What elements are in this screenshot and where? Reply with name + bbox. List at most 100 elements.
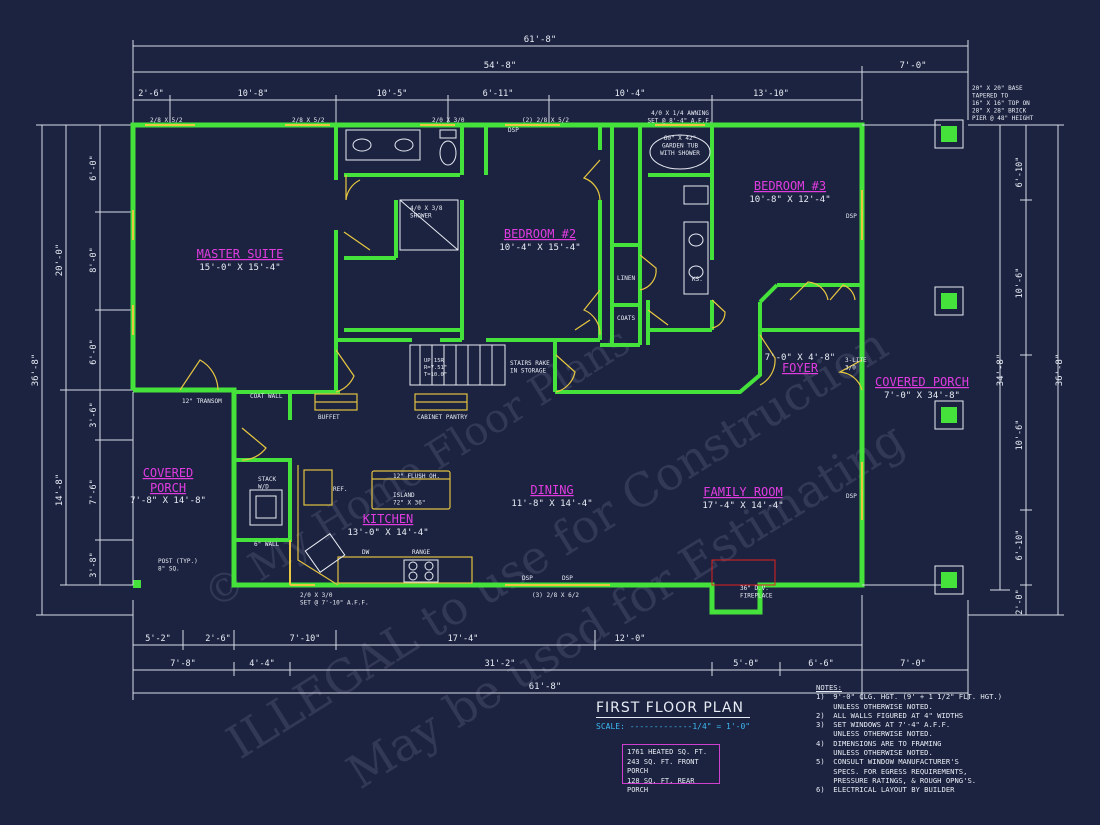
post-icon	[934, 565, 964, 595]
post-icon	[941, 126, 957, 142]
room-name-kitchen: KITCHEN	[363, 512, 414, 526]
wall6-label: 6" WALL	[254, 541, 280, 548]
dim-bottom-overall: 61'-8"	[529, 682, 562, 692]
dim-left-seg: 3'-6"	[89, 402, 99, 428]
dim-left-seg: 3'-8"	[89, 552, 99, 578]
note-line: 3) SET WINDOWS AT 7'-4" A.F.F.	[816, 720, 951, 730]
tub-icon	[649, 134, 711, 170]
door-swings	[179, 159, 863, 461]
post-label: POST (TYP.)8" SQ.	[158, 558, 198, 573]
dim-top-overall: 61'-8"	[524, 35, 557, 45]
dim-top-seg: 10'-4"	[615, 89, 646, 99]
square-footage-box: 1761 HEATED SQ. FT. 243 SQ. FT. FRONT PO…	[622, 744, 720, 794]
post-icon	[941, 407, 957, 423]
dim-top-seg: 2'-6"	[138, 89, 164, 99]
dim-bottom-seg: 7'-0"	[900, 659, 926, 669]
window-label: 2/8 X 5/2	[150, 117, 183, 124]
porch-posts	[132, 119, 964, 595]
sink-icon	[394, 138, 414, 152]
dsp-label: DSP	[846, 213, 857, 220]
note-line: 6) ELECTRICAL LAYOUT BY BUILDER	[816, 785, 955, 795]
room-size-family: 17'-4" X 14'-4"	[702, 501, 783, 511]
coat-wall-label: COAT WALL	[250, 393, 283, 400]
note-line: UNLESS OTHERWISE NOTED.	[816, 701, 933, 711]
dsp-label: DSP	[846, 493, 857, 500]
dim-top-seg: 10'-5"	[377, 89, 408, 99]
post-icon	[941, 572, 957, 588]
dim-bottom-seg: 12'-0"	[615, 634, 646, 644]
dim-left-seg: 6'-0"	[89, 339, 99, 365]
dim-bottom-seg: 4'-4"	[249, 659, 275, 669]
dim-bottom-seg: 17'-4"	[448, 634, 479, 644]
dim-bottom-seg: 31'-2"	[485, 659, 516, 669]
note-line: UNLESS OTHERWISE NOTED.	[816, 748, 933, 758]
dim-bottom-seg: 5'-0"	[733, 659, 759, 669]
dim-right-seg: 10'-6"	[1015, 420, 1025, 451]
note-line: PRESSURE RATINGS, & ROUGH OPNG'S.	[816, 775, 977, 785]
window-label: (2) 2/8 X 5/2	[522, 117, 569, 124]
dim-left-upper: 20'-0"	[55, 244, 65, 277]
dim-right-seg: 10'-6"	[1015, 268, 1025, 299]
dim-right-seg: 6'-10"	[1015, 157, 1025, 188]
plan-title: FIRST FLOOR PLAN	[596, 700, 751, 718]
note-line: SPECS. FOR EGRESS REQUIREMENTS,	[816, 766, 968, 776]
toilet-icon	[439, 129, 457, 139]
room-size-porch-left: 7'-8" X 14'-8"	[130, 496, 206, 506]
room-size-dining: 11'-8" X 14'-4"	[511, 499, 592, 509]
post-icon	[934, 119, 964, 149]
dim-top-main: 54'-8"	[484, 61, 517, 71]
interior-walls	[232, 125, 862, 542]
title-block: FIRST FLOOR PLAN SCALE: -------------1/4…	[596, 700, 751, 731]
room-name-bed2: BEDROOM #2	[504, 227, 576, 241]
transom-label: 12" TRANSOM	[182, 398, 222, 405]
dsp-label: DSP	[562, 575, 573, 582]
general-notes: NOTES: 1) 9'-0" CLG. HGT. (9' + 1 1/2" F…	[816, 683, 1026, 795]
room-size-master: 15'-0" X 15'-4"	[199, 263, 280, 273]
dim-bottom-seg: 2'-6"	[205, 634, 231, 644]
dsp-label: DSP	[522, 575, 533, 582]
dim-left-lower: 14'-8"	[55, 474, 65, 507]
room-name-bed3: BEDROOM #3	[754, 179, 826, 193]
plan-scale: SCALE: -------------1/4" = 1'-0"	[596, 722, 751, 731]
dim-right-seg: 6'-10"	[1015, 530, 1025, 561]
room-labels: MASTER SUITE 15'-0" X 15'-4" BEDROOM #2 …	[130, 179, 969, 538]
range-label: RANGE	[412, 549, 430, 556]
toilet-icon	[683, 185, 709, 205]
dim-left-overall: 36'-8"	[31, 354, 41, 387]
sqft-line: 243 SQ. FT. FRONT PORCH	[627, 757, 699, 776]
dim-bottom-seg: 6'-6"	[808, 659, 834, 669]
dim-right-inner-overall: 34'-8"	[996, 354, 1006, 387]
dim-left-seg: 6'-0"	[89, 155, 99, 181]
right-dimensions: 36'-8" 34'-8" 6'-10" 10'-6" 10'-6" 6'-10…	[968, 124, 1065, 616]
buffet-label: BUFFET	[318, 414, 340, 421]
sink-icon	[688, 265, 704, 279]
windows	[132, 124, 863, 586]
post-icon	[941, 293, 957, 309]
sink-icon	[688, 233, 704, 247]
fireplace-icon	[711, 559, 776, 586]
window-label: (3) 2/8 X 6/2	[532, 592, 579, 599]
room-name-porch-right: COVERED PORCH	[875, 375, 969, 389]
window-label: 2/0 X 3/0	[432, 117, 465, 124]
dim-top-seg: 13'-10"	[753, 89, 789, 99]
dw-label: DW	[362, 549, 370, 556]
left-dimensions: 36'-8" 20'-0" 14'-8" 6'-0" 8'-0" 6'-0" 3…	[31, 124, 133, 616]
coats-label: COATS	[617, 315, 635, 322]
island-flush-label: 12" FLUSH OH.	[393, 473, 440, 480]
dim-bottom-seg: 7'-8"	[170, 659, 196, 669]
range-icon	[403, 559, 439, 583]
dim-right-overall: 36'-8"	[1055, 354, 1065, 387]
linen-label: LINEN	[617, 275, 635, 282]
dim-top-seg: 6'-11"	[483, 89, 514, 99]
